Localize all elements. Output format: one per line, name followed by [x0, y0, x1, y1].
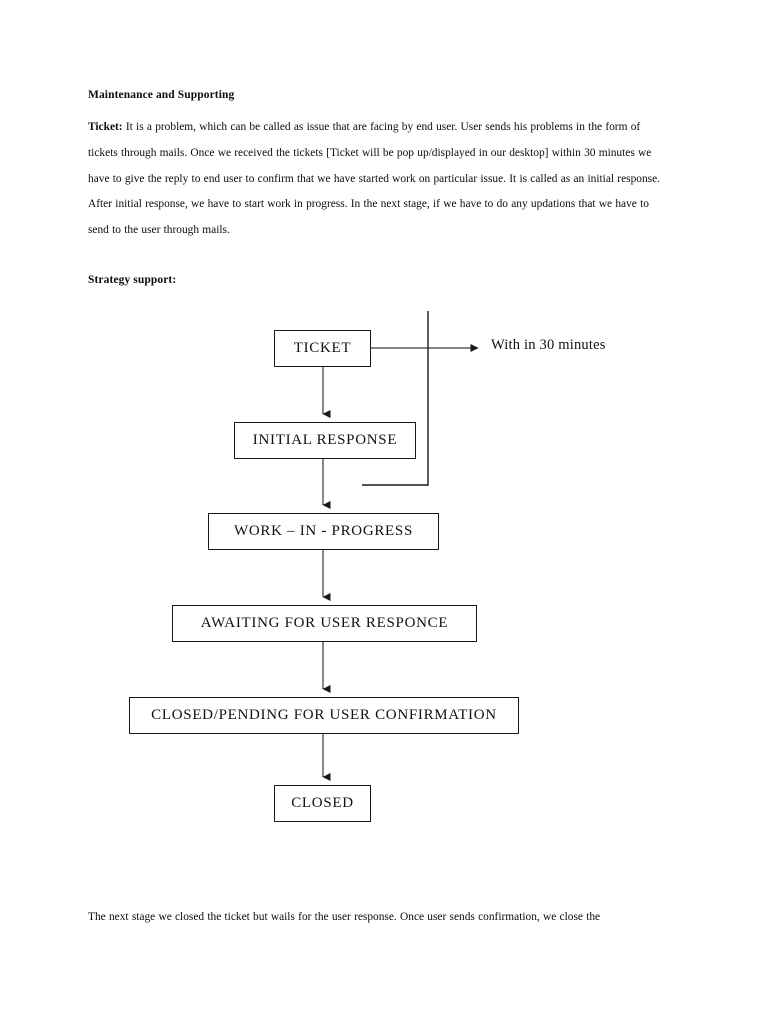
flow-node-ticket[interactable]: TICKET [274, 330, 371, 367]
strategy-support-heading: Strategy support: [88, 274, 177, 286]
ticket-term-label: Ticket: [88, 121, 123, 134]
page-title: Maintenance and Supporting [88, 89, 235, 101]
intro-paragraph-text: It is a problem, which can be called as … [88, 121, 660, 236]
flow-node-closed[interactable]: CLOSED [274, 785, 371, 822]
flow-node-closed-pending-user-confirmation[interactable]: CLOSED/PENDING FOR USER CONFIRMATION [129, 697, 519, 734]
flow-node-awaiting-user-responce[interactable]: AWAITING FOR USER RESPONCE [172, 605, 477, 642]
flow-node-work-in-progress[interactable]: WORK – IN - PROGRESS [208, 513, 439, 550]
intro-paragraph: Ticket: It is a problem, which can be ca… [88, 115, 670, 243]
sla-annotation-label: With in 30 minutes [491, 337, 606, 353]
closing-paragraph: The next stage we closed the ticket but … [88, 911, 601, 923]
flow-node-initial-response[interactable]: INITIAL RESPONSE [234, 422, 416, 459]
intro-section: Maintenance and Supporting Ticket: It is… [88, 88, 670, 243]
